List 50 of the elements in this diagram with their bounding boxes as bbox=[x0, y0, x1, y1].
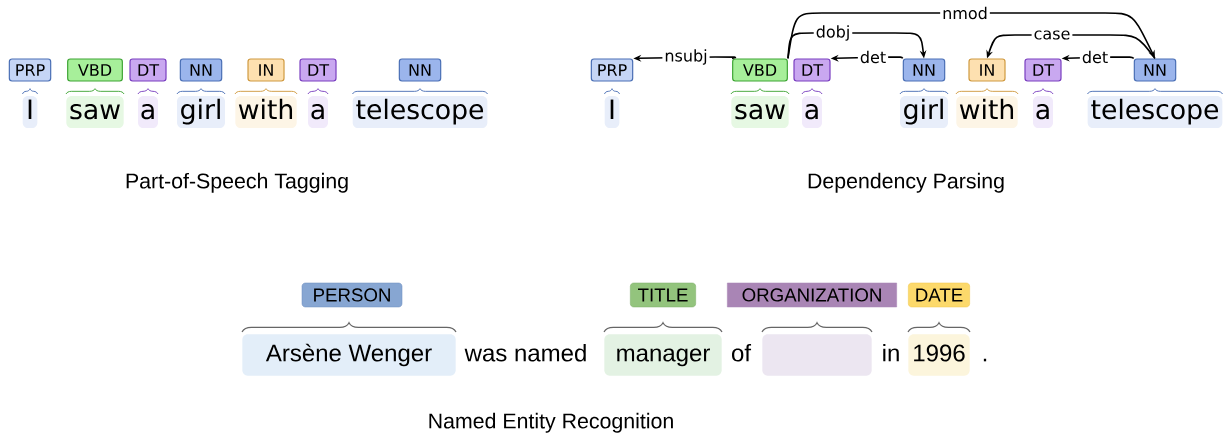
sentence-text: was named bbox=[464, 343, 586, 362]
word-box: a bbox=[802, 96, 822, 128]
word-box: saw bbox=[731, 96, 789, 128]
word-box: with bbox=[956, 96, 1018, 128]
tag-box: NN bbox=[179, 58, 223, 82]
word-box: I bbox=[22, 96, 38, 128]
edge-label: det bbox=[1079, 48, 1111, 66]
arrow bbox=[787, 12, 1155, 60]
word-box: with bbox=[235, 96, 297, 128]
word-box: saw bbox=[66, 96, 124, 128]
tag-box: DT bbox=[1024, 58, 1062, 82]
word-box: a bbox=[138, 96, 158, 128]
word-box: girl bbox=[177, 96, 225, 128]
edge-label: dobj bbox=[813, 23, 853, 43]
panel-caption: Part-of-Speech Tagging bbox=[126, 172, 348, 193]
tag-box: IN bbox=[247, 58, 285, 82]
entity-box: 1996 bbox=[908, 334, 970, 376]
word-box: a bbox=[308, 96, 328, 128]
word-box: I bbox=[604, 96, 620, 128]
word-box: telescope bbox=[352, 96, 488, 128]
sentence-text: of bbox=[732, 343, 752, 362]
entity-tag: ORGANIZATION bbox=[727, 282, 897, 308]
panel-caption: Named Entity Recognition bbox=[429, 412, 673, 433]
sentence-text: . bbox=[983, 358, 987, 362]
panel-caption: Dependency Parsing bbox=[808, 172, 1004, 193]
tag-box: DT bbox=[793, 58, 831, 82]
entity-box: manager bbox=[604, 334, 722, 376]
entity-tag: TITLE bbox=[630, 282, 696, 308]
entity-tag: PERSON bbox=[301, 282, 403, 308]
tag-box: DT bbox=[129, 58, 167, 82]
entity-tag: DATE bbox=[908, 282, 970, 308]
tag-box: NN bbox=[1133, 58, 1177, 82]
tag-box: PRP bbox=[590, 58, 634, 82]
edge-label: case bbox=[1031, 28, 1073, 42]
entity-box bbox=[762, 334, 872, 376]
word-box: telescope bbox=[1087, 96, 1223, 128]
tag-box: NN bbox=[902, 58, 946, 82]
tag-box: NN bbox=[398, 58, 442, 82]
edge-label: nsubj bbox=[662, 47, 710, 67]
tag-box: VBD bbox=[732, 58, 788, 82]
word-box: girl bbox=[900, 96, 948, 128]
word-box: a bbox=[1033, 96, 1053, 128]
edge-label: nmod bbox=[940, 4, 990, 22]
edge-label: det bbox=[857, 48, 889, 66]
tag-box: IN bbox=[968, 58, 1006, 82]
sentence-text: in bbox=[883, 343, 899, 362]
tag-box: PRP bbox=[8, 58, 52, 82]
tag-box: DT bbox=[299, 58, 337, 82]
entity-box: Arsène Wenger bbox=[242, 334, 456, 376]
tag-box: VBD bbox=[67, 58, 123, 82]
